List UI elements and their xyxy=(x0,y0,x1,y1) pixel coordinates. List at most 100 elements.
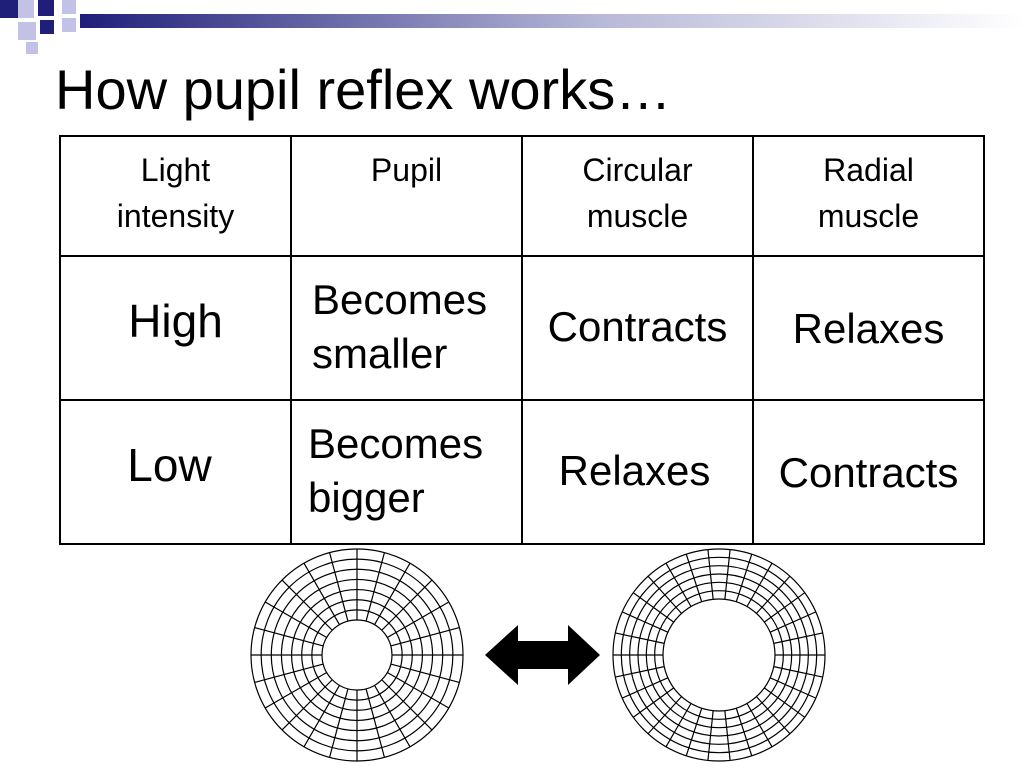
header-text-line: Light xyxy=(140,152,211,188)
iris-constricted-pupil xyxy=(250,548,464,762)
deco-square-lavender xyxy=(18,0,34,18)
radial-muscle-line xyxy=(724,549,731,600)
radial-muscle-line xyxy=(390,663,460,684)
radial-muscle-line xyxy=(254,626,324,647)
deco-square-navy xyxy=(40,20,54,34)
radial-muscle-line xyxy=(746,703,773,748)
radial-muscle-line xyxy=(746,562,773,607)
deco-square-lavender xyxy=(62,18,76,32)
radial-muscle-line xyxy=(387,671,450,709)
radial-muscle-line xyxy=(281,679,333,731)
pupil-reflex-table: Light intensity Pupil Circular muscle Ra… xyxy=(59,135,985,545)
circular-muscle-ring xyxy=(321,619,393,691)
cell-text-block: Becomes bigger xyxy=(308,417,520,525)
radial-muscle-line xyxy=(769,677,817,699)
radial-muscle-line xyxy=(647,696,682,735)
radial-muscle-line xyxy=(621,611,669,633)
table-header-row: Light intensity Pupil Circular muscle Ra… xyxy=(59,135,985,257)
radial-muscle-line xyxy=(773,666,823,678)
header-text-line: Circular xyxy=(582,152,693,188)
iris-diagram xyxy=(250,548,826,762)
circular-muscle-ring xyxy=(654,590,784,720)
header-text-line: muscle xyxy=(586,198,689,234)
radial-muscle-line xyxy=(328,552,349,622)
iris-dilated-pupil xyxy=(612,548,826,762)
double-arrow-icon xyxy=(485,625,600,685)
table-row-low: Low Becomes bigger Relaxes Contracts xyxy=(59,399,985,545)
radial-muscle-line xyxy=(615,632,665,644)
cell-text: Contracts xyxy=(778,449,959,496)
radial-muscle-line xyxy=(365,552,386,622)
header-radial-muscle: Radial muscle xyxy=(752,135,985,257)
radial-muscle-line xyxy=(328,688,349,758)
cell-text-line: Becomes xyxy=(312,276,488,323)
radial-muscle-line xyxy=(264,601,327,639)
header-text-line: muscle xyxy=(817,198,920,234)
cell-text: Contracts xyxy=(547,303,728,350)
cell-light-high: High xyxy=(59,255,292,401)
header-bar xyxy=(80,14,1024,28)
radial-muscle-line xyxy=(281,579,333,631)
radial-muscle-line xyxy=(685,554,703,602)
slide-title: How pupil reflex works… xyxy=(55,58,672,121)
radial-muscle-line xyxy=(707,710,714,761)
header-pupil: Pupil xyxy=(290,135,523,257)
deco-square-lavender xyxy=(62,0,76,14)
header-text-line: Radial xyxy=(823,152,914,188)
radial-muscle-line xyxy=(665,562,692,607)
cell-text-line: Becomes xyxy=(308,420,484,467)
radial-muscle-line xyxy=(621,677,669,699)
radial-muscle-line xyxy=(685,708,703,756)
radial-muscle-line xyxy=(615,666,665,678)
cell-circular-high: Contracts xyxy=(521,255,754,401)
radial-muscle-line xyxy=(665,703,692,748)
circular-muscle-ring xyxy=(662,598,776,712)
radial-muscle-line xyxy=(254,663,324,684)
cell-text-line: bigger xyxy=(308,474,425,521)
cell-text: Low xyxy=(127,439,212,491)
cell-text: High xyxy=(128,295,223,347)
table-row-high: High Becomes smaller Contracts Relaxes xyxy=(59,255,985,401)
cell-circular-low: Relaxes xyxy=(521,399,754,545)
radial-muscle-line xyxy=(390,626,460,647)
cell-radial-high: Relaxes xyxy=(752,255,985,401)
header-text-line: Pupil xyxy=(370,152,443,188)
deco-square-navy xyxy=(0,0,18,18)
radial-muscle-line xyxy=(632,687,675,718)
radial-muscle-line xyxy=(303,685,341,748)
radial-muscle-line xyxy=(724,710,731,761)
radial-muscle-line xyxy=(647,575,682,614)
header-circular-muscle: Circular muscle xyxy=(521,135,754,257)
radial-muscle-line xyxy=(632,592,675,623)
cell-text: Relaxes xyxy=(792,305,945,352)
radial-muscle-line xyxy=(756,575,791,614)
cell-pupil-low: Becomes bigger xyxy=(290,399,523,545)
radial-muscle-line xyxy=(373,685,411,748)
radial-muscle-line xyxy=(264,671,327,709)
cell-light-low: Low xyxy=(59,399,292,545)
header-light-intensity: Light intensity xyxy=(59,135,292,257)
radial-muscle-line xyxy=(373,562,411,625)
radial-muscle-line xyxy=(763,592,806,623)
radial-muscle-line xyxy=(735,708,753,756)
radial-muscle-line xyxy=(381,579,433,631)
radial-muscle-line xyxy=(365,688,386,758)
deco-square-navy xyxy=(38,0,54,16)
radial-muscle-line xyxy=(769,611,817,633)
radial-muscle-line xyxy=(756,696,791,735)
cell-text-line: smaller xyxy=(312,330,448,377)
cell-text: Relaxes xyxy=(558,447,711,494)
radial-muscle-line xyxy=(707,549,714,600)
header-text-line: intensity xyxy=(116,198,235,234)
cell-text-block: Becomes smaller xyxy=(312,273,520,381)
circular-muscle-ring xyxy=(645,581,793,729)
deco-square-lavender xyxy=(26,42,38,54)
radial-muscle-line xyxy=(381,679,433,731)
radial-muscle-line xyxy=(763,687,806,718)
radial-muscle-line xyxy=(735,554,753,602)
cell-pupil-high: Becomes smaller xyxy=(290,255,523,401)
cell-radial-low: Contracts xyxy=(752,399,985,545)
header-decoration xyxy=(0,0,1024,54)
radial-muscle-line xyxy=(303,562,341,625)
deco-square-lavender xyxy=(18,22,36,40)
